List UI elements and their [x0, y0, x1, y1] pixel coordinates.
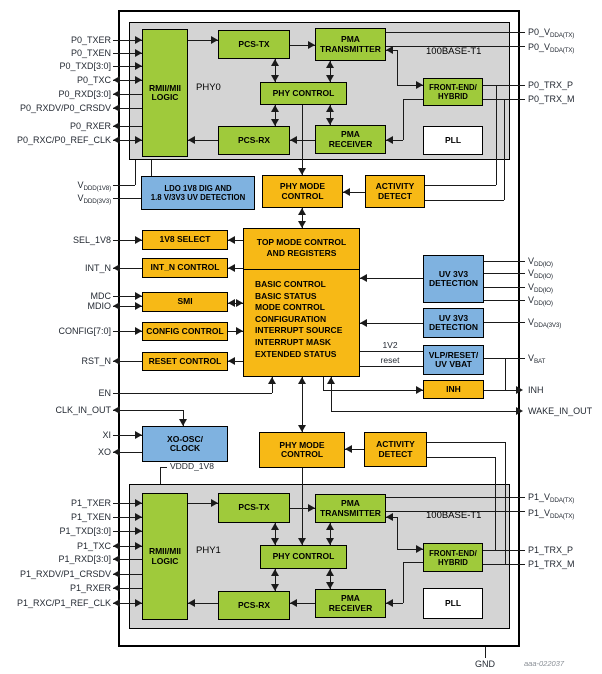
- block-smi: SMI: [142, 292, 228, 312]
- block-phy-control-phy0: PHY CONTROL: [260, 82, 347, 105]
- port-p0-trx-p: P0_TRX_P: [528, 80, 574, 90]
- block-pma-transmitter-phy1: PMA TRANSMITTER: [315, 494, 386, 523]
- port-p0-rxc-ref-clk: P0_RXC/P0_REF_CLK: [16, 135, 111, 145]
- block-phy-mode-control-0: PHY MODE CONTROL: [262, 175, 343, 208]
- port-p1-rxdv-crsdv: P1_RXDV/P1_CRSDV: [19, 569, 111, 579]
- port-vdd-io-4: VDD(IO): [528, 295, 553, 307]
- net-label-vddd-1v8: VDDD_1V8: [170, 461, 214, 471]
- port-p1-rxer: P1_RXER: [69, 583, 111, 593]
- block-phy-mode-control-1: PHY MODE CONTROL: [259, 432, 345, 468]
- port-p0-vdda-tx-2: P0_VDDA(TX): [528, 42, 575, 54]
- port-p1-txer: P1_TXER: [70, 498, 111, 508]
- port-rst-n: RST_N: [81, 356, 111, 366]
- block-pma-receiver-phy0: PMA RECEIVER: [315, 125, 386, 154]
- phy0-label: PHY0: [196, 82, 221, 93]
- block-1v8-select: 1V8 SELECT: [142, 230, 228, 250]
- block-pcs-tx-phy1: PCS-TX: [218, 493, 290, 523]
- block-phy-control-phy1: PHY CONTROL: [260, 545, 347, 569]
- block-ldo-uv-detection: LDO 1V8 DIG AND 1.8 V/3V3 UV DETECTION: [141, 176, 255, 210]
- port-xo: XO: [97, 447, 111, 457]
- port-p0-txer: P0_TXER: [70, 35, 111, 45]
- block-front-end-hybrid-phy1: FRONT-END/ HYBRID: [423, 543, 483, 572]
- port-clk-in-out: CLK_IN_OUT: [55, 405, 111, 415]
- block-activity-detect-0: ACTIVITY DETECT: [365, 175, 425, 208]
- port-p1-trx-m: P1_TRX_M: [528, 559, 575, 569]
- block-pma-transmitter-phy0: PMA TRANSMITTER: [315, 28, 386, 61]
- block-pcs-tx-phy0: PCS-TX: [218, 30, 290, 59]
- phy1-label: PHY1: [196, 545, 221, 556]
- port-sel-1v8: SEL_1V8: [72, 235, 111, 245]
- net-label-1v2: 1V2: [382, 340, 398, 350]
- port-p0-vdda-tx-1: P0_VDDA(TX): [528, 27, 575, 39]
- port-vdd-io-1: VDD(IO): [528, 256, 553, 268]
- block-config-control: CONFIG CONTROL: [142, 322, 228, 341]
- port-vdd-io-2: VDD(IO): [528, 268, 553, 280]
- port-vdd-io-3: VDD(IO): [528, 282, 553, 294]
- gnd-label: GND: [475, 659, 495, 669]
- port-p0-txen: P0_TXEN: [70, 48, 111, 58]
- port-config: CONFIG[7:0]: [58, 326, 111, 336]
- port-mdc: MDC: [90, 291, 112, 301]
- top-mode-register-list: BASIC CONTROL BASIC STATUS MODE CONTROL …: [255, 279, 343, 359]
- port-p0-txd: P0_TXD[3:0]: [59, 61, 111, 71]
- port-p1-txc: P1_TXC: [76, 541, 111, 551]
- block-pcs-rx-phy1: PCS-RX: [218, 591, 290, 620]
- port-en: EN: [98, 388, 111, 398]
- block-xo-osc-clock: XO-OSC/ CLOCK: [142, 426, 228, 462]
- port-p1-trx-p: P1_TRX_P: [528, 545, 574, 555]
- port-wake-in-out: WAKE_IN_OUT: [528, 406, 593, 416]
- block-rmii-mii-logic-phy1: RMII/MII LOGIC: [142, 493, 188, 620]
- port-p1-rxc-ref-clk: P1_RXC/P1_REF_CLK: [16, 598, 111, 608]
- 100base-t1-label-phy0: 100BASE-T1: [426, 46, 482, 57]
- port-p1-txen: P1_TXEN: [70, 512, 111, 522]
- figure-id: aaa-022037: [524, 659, 565, 668]
- block-front-end-hybrid-phy0: FRONT-END/ HYBRID: [423, 78, 483, 106]
- block-activity-detect-1: ACTIVITY DETECT: [364, 432, 427, 467]
- block-pll-phy1: PLL: [423, 588, 483, 619]
- port-p1-rxd: P1_RXD[3:0]: [58, 554, 111, 564]
- block-int-n-control: INT_N CONTROL: [142, 258, 228, 278]
- 100base-t1-label-phy1: 100BASE-T1: [426, 510, 482, 521]
- block-uv-3v3-detection-2: UV 3V3 DETECTION: [423, 308, 484, 338]
- port-p0-rxdv-crsdv: P0_RXDV/P0_CRSDV: [19, 103, 111, 113]
- port-p0-txc: P0_TXC: [76, 75, 111, 85]
- port-inh: INH: [528, 385, 544, 395]
- divider: [244, 269, 359, 271]
- port-mdio: MDIO: [87, 301, 112, 311]
- port-p0-rxer: P0_RXER: [69, 121, 111, 131]
- port-xi: XI: [102, 430, 111, 440]
- port-p1-vdda-tx-1: P1_VDDA(TX): [528, 492, 575, 504]
- block-vlp-reset-uv-vbat: VLP/RESET/ UV VBAT: [423, 345, 484, 375]
- block-uv-3v3-detection-1: UV 3V3 DETECTION: [423, 255, 484, 303]
- port-p1-txd: P1_TXD[3:0]: [59, 526, 111, 536]
- block-pma-receiver-phy1: PMA RECEIVER: [315, 589, 386, 618]
- block-pll-phy0: PLL: [423, 126, 483, 155]
- port-vdda-3v3: VDDA(3V3): [528, 317, 562, 329]
- port-vbat: VBAT: [528, 353, 546, 365]
- port-int-n: INT_N: [84, 263, 111, 273]
- block-rmii-mii-logic-phy0: RMII/MII LOGIC: [142, 29, 188, 157]
- port-vddd-1v8: VDDD(1V8): [77, 180, 112, 192]
- block-pcs-rx-phy0: PCS-RX: [218, 126, 290, 155]
- block-inh: INH: [423, 380, 484, 399]
- port-p0-rxd: P0_RXD[3:0]: [58, 89, 111, 99]
- net-label-reset: reset: [380, 355, 400, 365]
- port-vddd-3v3: VDDD(3V3): [77, 193, 112, 205]
- port-p1-vdda-tx-2: P1_VDDA(TX): [528, 508, 575, 520]
- top-mode-title: TOP MODE CONTROL AND REGISTERS: [256, 237, 347, 258]
- port-p0-trx-m: P0_TRX_M: [528, 94, 575, 104]
- block-top-mode-control: TOP MODE CONTROL AND REGISTERS BASIC CON…: [243, 228, 360, 377]
- block-reset-control: RESET CONTROL: [142, 352, 228, 371]
